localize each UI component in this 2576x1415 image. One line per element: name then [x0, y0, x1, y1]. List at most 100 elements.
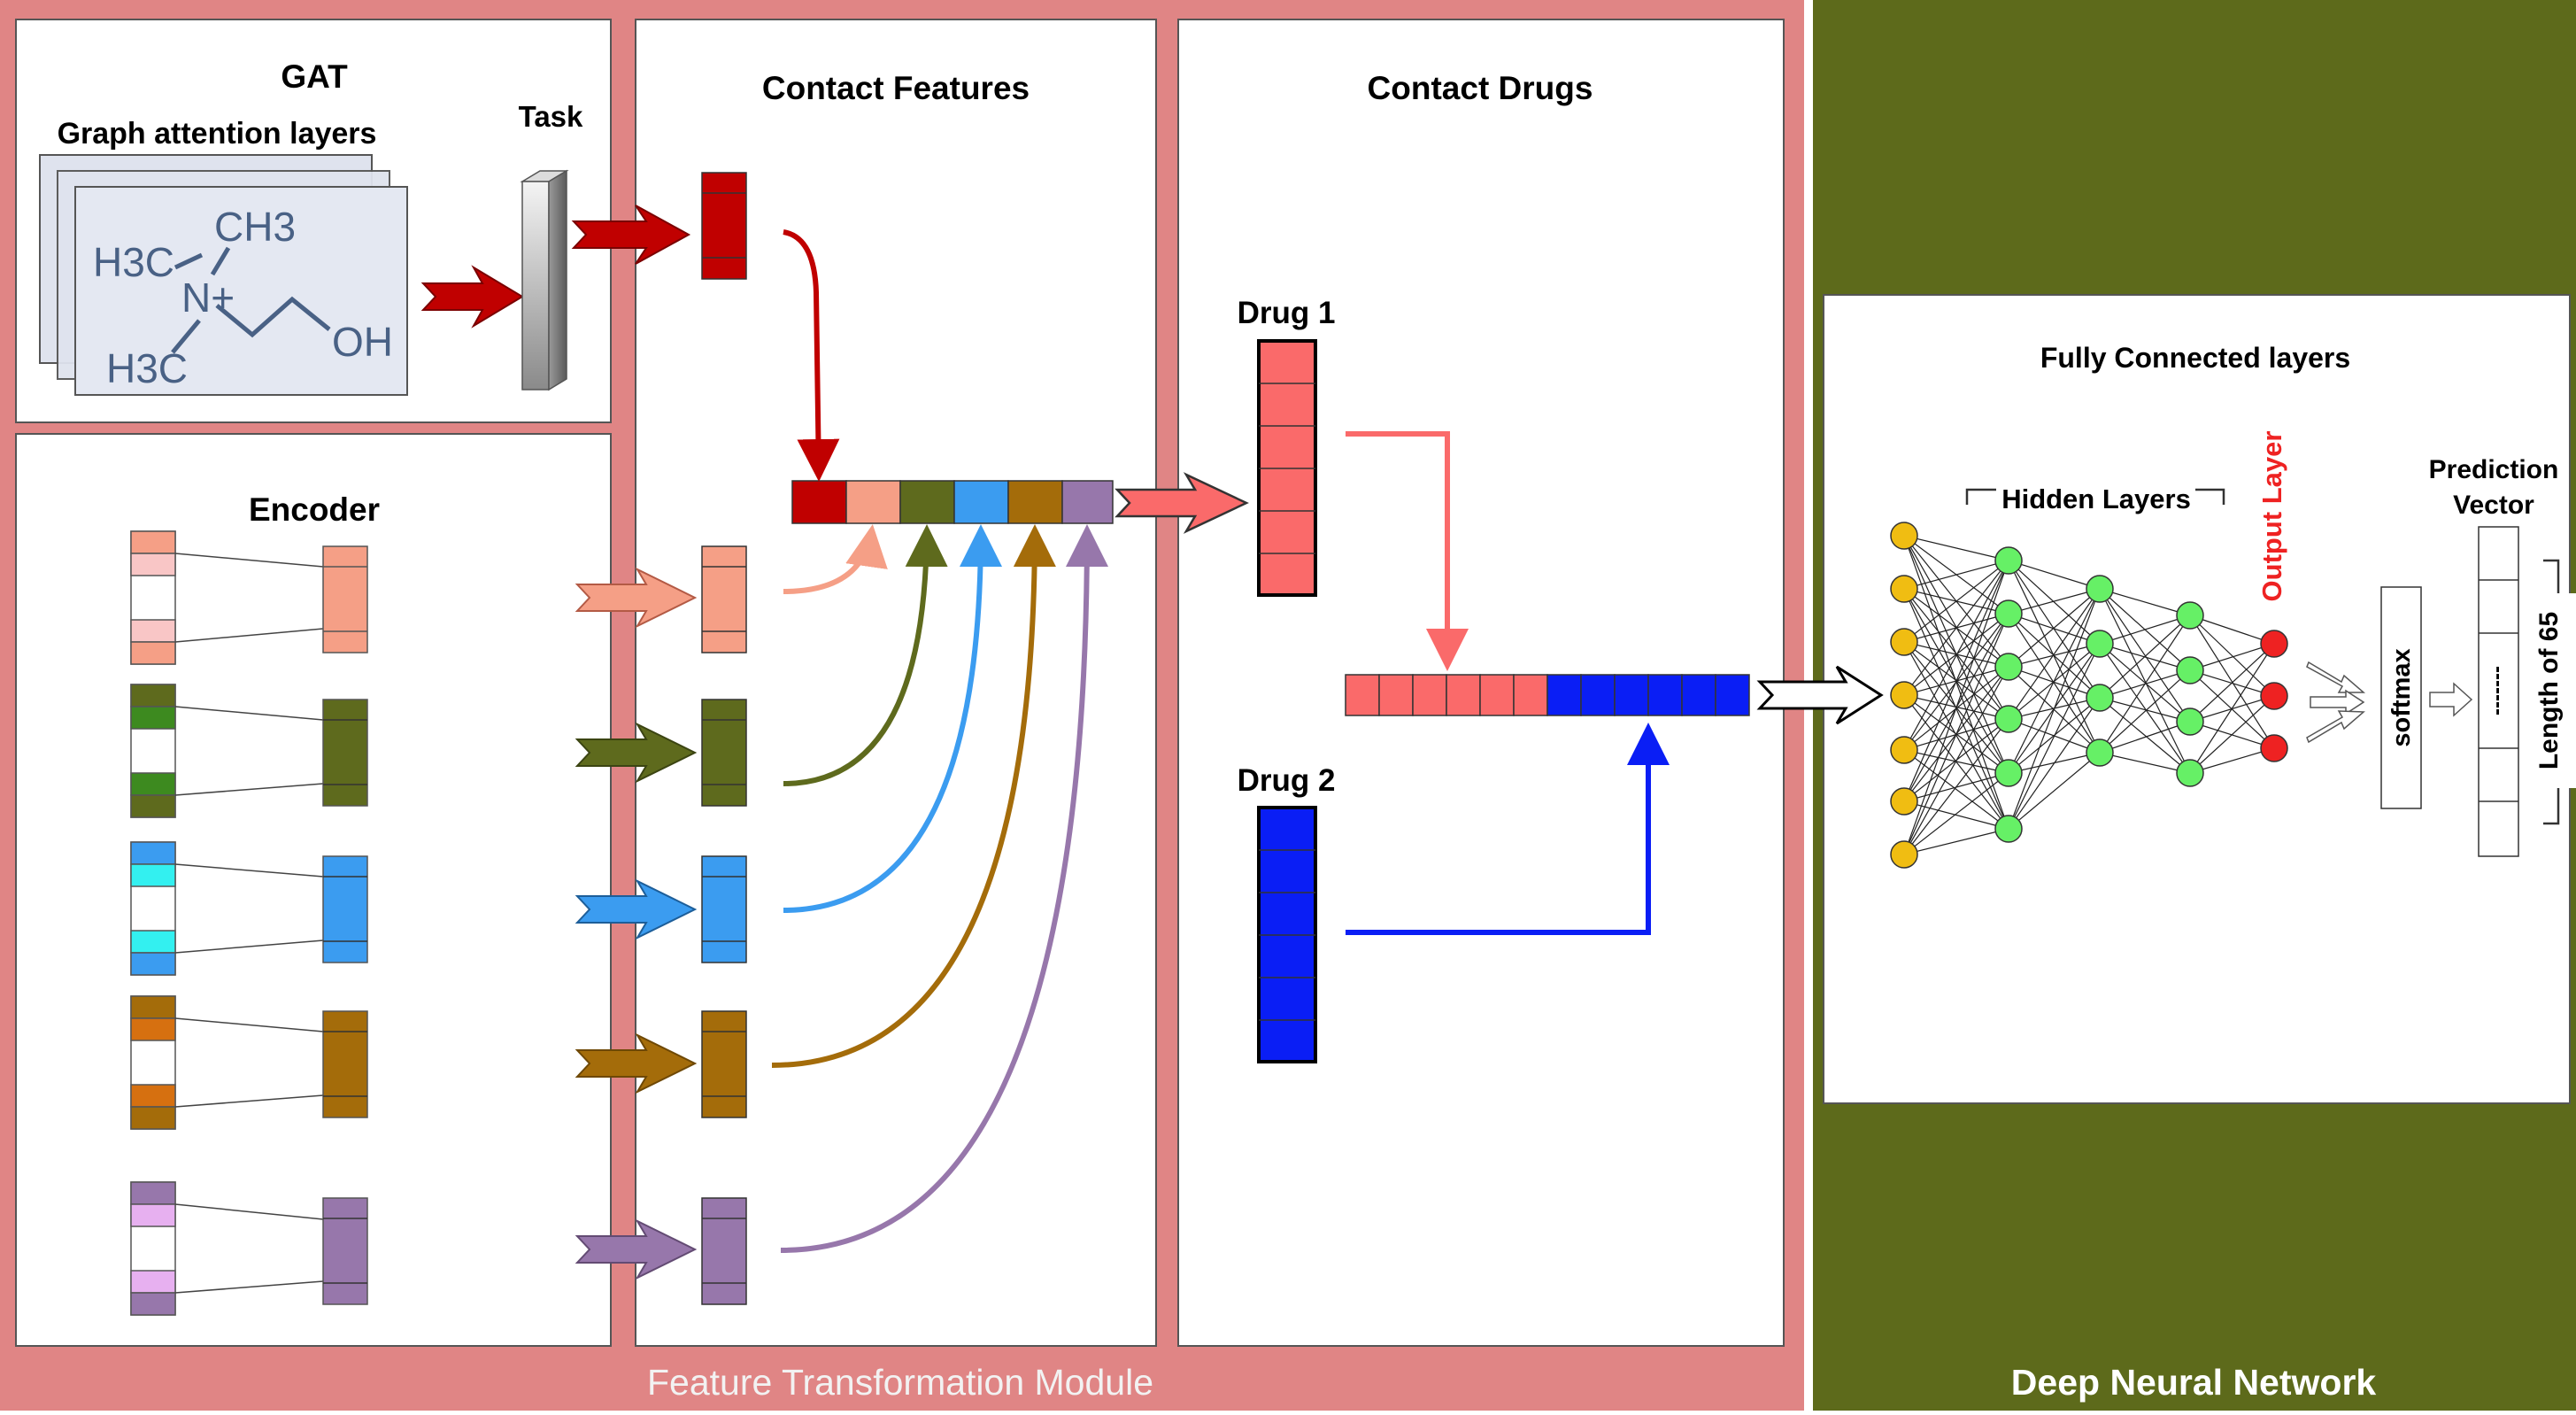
hidden1-node	[1994, 653, 2023, 681]
concatenated-feature-vector	[791, 480, 1114, 524]
softmax-to-prediction-arrow	[2429, 682, 2473, 717]
hidden-layers-label: Hidden Layers	[2001, 483, 2191, 514]
network-edge	[2099, 615, 2191, 699]
feature-vector-red	[701, 172, 747, 280]
hidden1-node	[1994, 815, 2023, 843]
network-edge	[2189, 695, 2275, 774]
hidden1-node	[1994, 599, 2023, 628]
network-edge	[2189, 747, 2275, 774]
encoder-arrow-amber	[575, 1032, 698, 1094]
gat-title: GAT	[281, 58, 348, 95]
network-edge	[2099, 615, 2191, 645]
network-edge	[2099, 697, 2191, 723]
feature-vector-amber	[701, 1010, 747, 1118]
encoder-title: Encoder	[249, 491, 380, 528]
network-edge	[2099, 752, 2191, 774]
network-edge	[2008, 588, 2101, 830]
length-label-bg	[2541, 593, 2576, 788]
graph-attention-layers-label: Graph attention layers	[58, 117, 377, 151]
output-node	[2260, 630, 2288, 658]
network-edge	[2189, 615, 2275, 749]
prediction-vector-label-line2: Vector	[2453, 491, 2534, 520]
input-node	[1890, 787, 1918, 816]
input-node	[1890, 681, 1918, 709]
network-edge	[1903, 613, 2009, 855]
molecule-h3c-left: H3C	[93, 239, 174, 285]
softmax-box	[2380, 586, 2422, 809]
hidden3-node	[2176, 708, 2204, 736]
network-edge	[2008, 666, 2101, 699]
drug2-connector	[1346, 723, 1670, 935]
network-edge	[2099, 697, 2191, 774]
network-edge	[2008, 560, 2101, 590]
connector-red	[783, 229, 840, 482]
hidden2-node	[2086, 738, 2114, 767]
network-edge	[2008, 588, 2101, 668]
encoder-row-olive	[130, 684, 368, 818]
deep-neural-network-label: Deep Neural Network	[2011, 1362, 2377, 1403]
graph-attention-layers-stack: CH3 H3C N+ H3C OH	[39, 154, 408, 396]
network-edge	[1903, 828, 2009, 855]
output-to-softmax-arrows	[2306, 661, 2366, 744]
input-node	[1890, 628, 1918, 656]
network-edge	[2189, 643, 2275, 671]
prediction-vector-label-line1: Prediction	[2429, 455, 2559, 484]
network-edge	[2008, 560, 2101, 754]
connector-salmon	[783, 524, 888, 594]
hidden3-node	[2176, 759, 2204, 787]
feature-vector-olive	[701, 699, 747, 807]
encoder-row-sky	[130, 841, 368, 976]
drug2-label: Drug 2	[1238, 763, 1336, 798]
encoder-arrow-sky	[575, 878, 698, 940]
feature-vector-purple	[701, 1197, 747, 1305]
molecule-oh: OH	[332, 319, 393, 365]
output-layer-label: Output Layer	[2256, 431, 2287, 602]
encoder-row-salmon	[130, 530, 368, 665]
hidden3-node	[2176, 656, 2204, 684]
hidden2-node	[2086, 684, 2114, 712]
drug1-connector	[1346, 431, 1469, 671]
connector-amber	[771, 524, 1056, 1068]
network-edge	[1903, 560, 2009, 802]
drugs-to-dnn-arrow	[1756, 665, 1884, 725]
prediction-vector-dots: -------	[2485, 666, 2509, 715]
input-node	[1890, 840, 1918, 869]
prediction-vector	[2478, 526, 2519, 857]
hidden-layers-label-bg	[1996, 476, 2195, 506]
network-edge	[1903, 560, 2009, 696]
network-edge	[2189, 615, 2275, 697]
network-edge	[2099, 588, 2191, 774]
network-edges	[1903, 535, 2275, 855]
network-nodes	[1890, 522, 2288, 869]
hidden3-node	[2176, 601, 2204, 630]
softmax-label: softmax	[2387, 648, 2416, 746]
input-node	[1890, 575, 1918, 603]
drug2-vector	[1257, 806, 1317, 1063]
task-label: Task	[519, 100, 583, 133]
network-edge	[1903, 560, 2009, 751]
network-edge	[2099, 669, 2191, 754]
network-edge	[2008, 643, 2101, 830]
input-node	[1890, 736, 1918, 764]
network-edge	[1903, 560, 2009, 590]
network-edge	[1903, 560, 2009, 643]
task-to-feature-arrow	[571, 205, 691, 265]
network-edge	[1903, 718, 2009, 855]
connector-olive	[783, 524, 948, 786]
network-edge	[2099, 643, 2191, 723]
output-node	[2260, 734, 2288, 762]
network-edge	[1903, 535, 2009, 561]
network-edge	[1903, 749, 2009, 830]
encoder-panel	[15, 433, 612, 1347]
molecule-bonds	[171, 246, 331, 354]
feature-vector-sky	[701, 855, 747, 963]
molecule-ch3-top: CH3	[214, 204, 296, 250]
gat-to-task-arrow	[420, 265, 524, 329]
fully-connected-title: Fully Connected layers	[2040, 342, 2350, 374]
network-edge	[1903, 560, 2009, 855]
molecule-structure: CH3 H3C N+ H3C OH	[93, 204, 393, 391]
contact-features-title: Contact Features	[762, 70, 1030, 106]
connector-purple	[780, 524, 1108, 1253]
output-node	[2260, 682, 2288, 710]
network-edge	[2189, 643, 2275, 723]
